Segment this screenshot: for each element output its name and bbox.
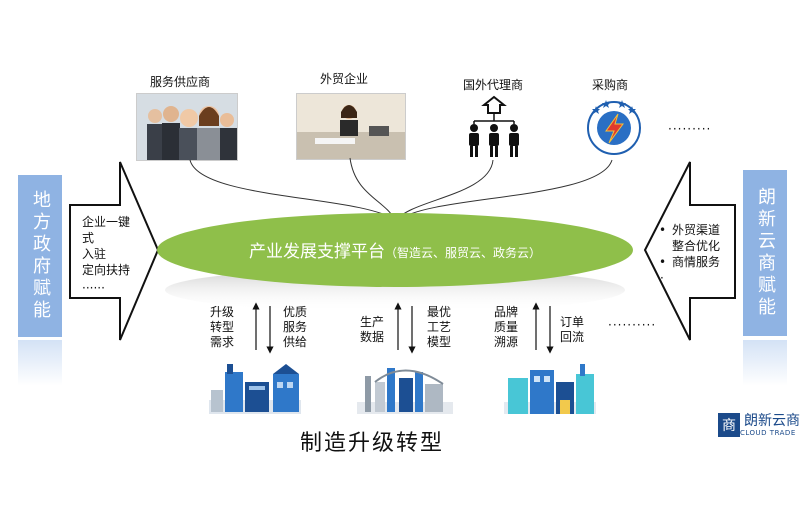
flow-1-up-line-2: 转型 [210, 320, 235, 334]
supplier-label-buyer: 采购商 [592, 78, 629, 92]
right-arrow-bullet-1: • [659, 223, 667, 237]
left-arrow-line-1: 企业一键 [82, 215, 131, 229]
langxin-logo: 商 朗新云商 CLOUD TRADE [718, 413, 800, 437]
flow-3-down-label: 订单 回流 [560, 315, 584, 345]
left-arrow-line-5: ······ [82, 281, 105, 295]
platform-close-paren: ） [529, 246, 542, 260]
right-banner-reflection [743, 340, 787, 386]
flow-2-up-line-1: 生产 [360, 315, 385, 329]
right-arrow-line-3: 商情服务 [672, 255, 721, 269]
local-government-banner: 地方政府赋能 [18, 175, 62, 337]
supplier-label-service: 服务供应商 [150, 75, 211, 89]
supplier-label-trade: 外贸企业 [320, 72, 369, 86]
flow-3-down-line-2: 回流 [560, 330, 585, 344]
flow-1-down-line-3: 供给 [283, 335, 308, 349]
flow-3-down-line-1: 订单 [560, 315, 585, 329]
supplier-label-agent: 国外代理商 [463, 78, 524, 92]
flow-2-down-line-2: 工艺 [427, 320, 452, 334]
trade-company-photo [296, 93, 406, 160]
right-arrow-bullet-2: • [659, 255, 667, 269]
platform-open-paren: （ [384, 246, 397, 260]
flow-1-up-line-3: 需求 [210, 335, 235, 349]
flow-1-down-label: 优质 服务 供给 [283, 305, 307, 350]
flow-2-down-line-1: 最优 [427, 305, 452, 319]
flow-2-down-label: 最优 工艺 模型 [427, 305, 451, 350]
left-banner-reflection [18, 340, 62, 386]
buyer-seal-icon [582, 94, 646, 158]
right-arrow-line-1: 外贸渠道 [672, 223, 721, 237]
flow-3-up-label: 品牌 质量 溯源 [494, 305, 518, 350]
flow-3-up-line-3: 溯源 [494, 335, 519, 349]
flow-3-up-line-2: 质量 [494, 320, 519, 334]
right-arrow-line-2: 整合优化 [672, 239, 721, 253]
platform-title-row: 产业发展支撑平台（智造云、服贸云、政务云） [195, 237, 595, 262]
flow-2-down-line-3: 模型 [427, 335, 452, 349]
flow-2-up-label: 生产 数据 [360, 315, 384, 345]
service-provider-photo [136, 93, 238, 161]
factory-3-icon [504, 364, 596, 414]
platform-subtitle: 智造云、服贸云、政务云 [396, 246, 529, 260]
platform-title: 产业发展支撑平台 [248, 242, 385, 262]
flow-2-up-line-2: 数据 [360, 330, 385, 344]
left-arrow-line-2: 式 [82, 231, 95, 245]
logo-mark-icon: 商 [718, 413, 740, 437]
factory-1-icon [209, 364, 301, 414]
logo-subtitle: CLOUD TRADE [740, 428, 796, 437]
manufacturing-upgrade-title: 制造升级转型 [300, 431, 445, 456]
flow-1-up-line-1: 升级 [210, 305, 235, 319]
flow-3-up-line-1: 品牌 [494, 305, 519, 319]
agent-network-icon [466, 95, 522, 159]
factory-2-icon [357, 368, 453, 414]
left-arrow-line-4: 定向扶持 [82, 263, 131, 277]
flow-1-up-label: 升级 转型 需求 [210, 305, 234, 350]
langxin-cloud-trade-banner: 朗新云商赋能 [743, 170, 787, 336]
more-flows: ·········· [608, 318, 657, 332]
left-arrow-line-3: 入驻 [82, 247, 107, 261]
right-arrow-line-4: · [660, 271, 664, 285]
flow-1-down-line-1: 优质 [283, 305, 308, 319]
logo-name: 朗新云商 [744, 412, 800, 429]
more-suppliers: ········· [668, 122, 712, 136]
flow-1-down-line-2: 服务 [283, 320, 308, 334]
